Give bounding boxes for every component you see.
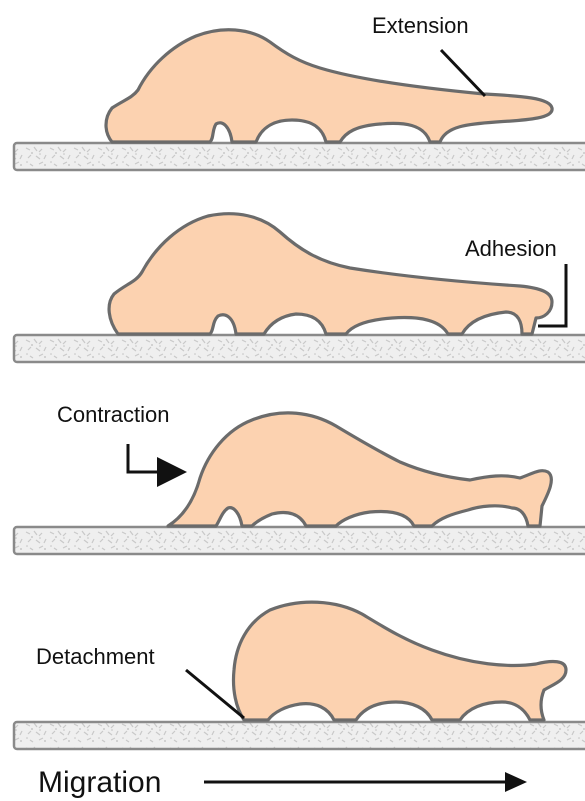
label-adhesion: Adhesion — [465, 236, 557, 261]
label-contraction: Contraction — [57, 402, 170, 427]
pointer-line — [128, 444, 178, 472]
label-extension: Extension — [372, 13, 469, 38]
substrate — [14, 335, 585, 362]
migration-arrowhead — [505, 772, 527, 792]
cell — [109, 214, 552, 334]
panel-extension: Extension — [14, 13, 585, 170]
panel-detachment: Detachment — [14, 602, 585, 749]
cell — [168, 413, 551, 526]
migration-label: Migration — [38, 766, 161, 799]
cell — [233, 602, 566, 720]
panel-contraction: Contraction — [14, 402, 585, 554]
label-detachment: Detachment — [36, 644, 155, 669]
substrate — [14, 143, 585, 170]
substrate — [14, 722, 585, 749]
substrate — [14, 527, 585, 554]
panel-adhesion: Adhesion — [14, 214, 585, 362]
migration-indicator: Migration — [38, 766, 527, 799]
cell — [106, 30, 552, 142]
